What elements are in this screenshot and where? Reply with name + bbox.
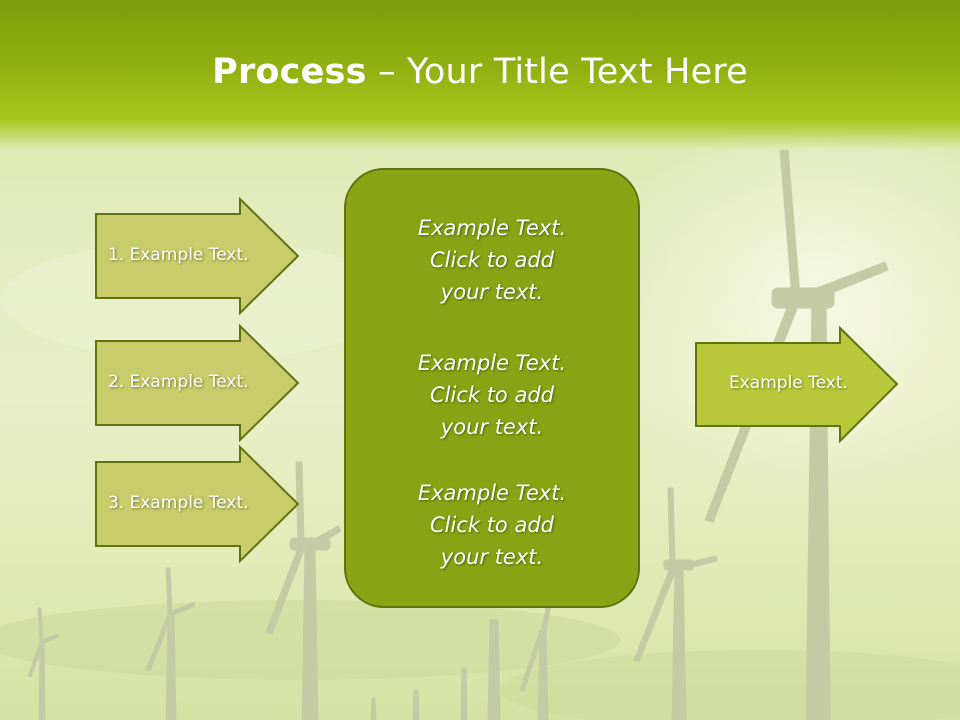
right-arrow[interactable] <box>695 325 899 444</box>
center-text-line: your text. <box>440 545 544 569</box>
center-text-line: Example Text. <box>417 481 567 505</box>
center-text-block-1[interactable]: Example Text. Click to add your text. <box>344 212 640 308</box>
right-arrow-label: Example Text. <box>729 373 848 393</box>
left-arrow-2-label: 2. Example Text. <box>108 372 249 392</box>
title-bold: Process <box>212 52 367 92</box>
center-text-line: your text. <box>440 280 544 304</box>
center-text-line: your text. <box>440 415 544 439</box>
center-text-block-3[interactable]: Example Text. Click to add your text. <box>344 477 640 573</box>
center-text-block-2[interactable]: Example Text. Click to add your text. <box>344 347 640 443</box>
left-arrow-3[interactable] <box>95 444 300 564</box>
center-text-line: Example Text. <box>417 351 567 375</box>
left-arrow-1-label: 1. Example Text. <box>108 245 249 265</box>
left-arrow-3-label: 3. Example Text. <box>108 493 249 513</box>
center-text-line: Click to add <box>429 383 554 407</box>
title-bar <box>0 0 960 150</box>
title-rest: Your Title Text Here <box>406 52 748 92</box>
left-arrow-2[interactable] <box>95 323 300 443</box>
center-text-line: Click to add <box>429 248 554 272</box>
center-content-box[interactable] <box>344 168 640 608</box>
left-arrow-1[interactable] <box>95 196 300 316</box>
center-text-line: Example Text. <box>417 216 567 240</box>
title-dash: – <box>366 52 407 92</box>
center-text-line: Click to add <box>429 513 554 537</box>
slide-title[interactable]: Process – Your Title Text Here <box>0 52 960 92</box>
